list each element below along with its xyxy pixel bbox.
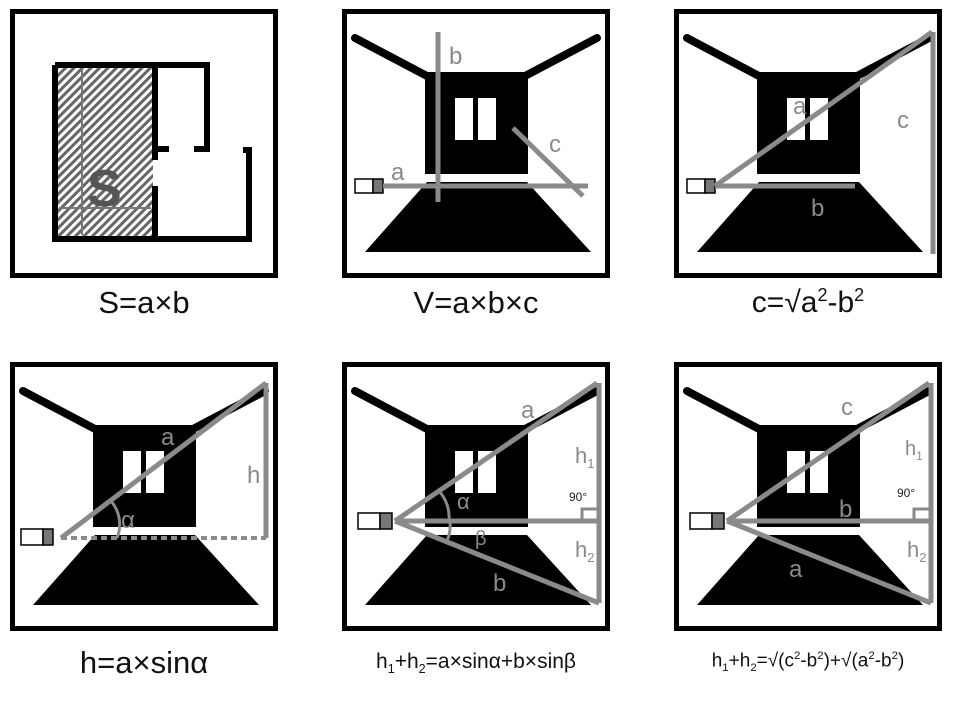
label-h1: h1 (905, 438, 923, 463)
label-a: a (391, 159, 405, 186)
label-h2: h2 (575, 537, 594, 565)
label-a: a (789, 556, 803, 583)
caption-pythagoras-formula: c=√a2-b2 (751, 285, 865, 319)
panel-sum-sines: a α β b h1 90° h2 (342, 362, 610, 631)
label-h1: h1 (575, 443, 594, 471)
panel-sum-roots: c b a h1 90° h2 (674, 362, 942, 631)
label-right-angle: 90° (897, 486, 915, 500)
label-a: a (793, 93, 807, 120)
label-alpha: α (457, 489, 470, 514)
label-c: c (841, 394, 853, 421)
panel-area: S (10, 9, 278, 278)
caption-area-formula: S=a×b (98, 285, 190, 320)
label-h2: h2 (907, 537, 926, 565)
caption-volume-formula: V=a×b×c (413, 285, 539, 320)
label-c: c (549, 131, 561, 158)
panel-height: a α h (10, 362, 278, 631)
caption-sum-roots-formula: h1+h2=√(c2-b2)+√(a2-b2) (711, 650, 905, 675)
label-b: b (449, 43, 462, 70)
label-c: c (897, 107, 909, 134)
label-b: b (493, 570, 506, 597)
label-alpha: α (121, 507, 135, 534)
caption-height-formula: h=a×sinα (79, 645, 209, 680)
caption-sum-sines-formula: h1+h2=a×sinα+b×sinβ (376, 650, 576, 677)
label-a: a (521, 397, 535, 424)
panel-volume: a b c (342, 9, 610, 278)
label-right-angle: 90° (569, 490, 587, 504)
label-a: a (161, 424, 175, 451)
label-b: b (839, 496, 852, 523)
panel-pythagoras: a b c (674, 9, 942, 278)
area-label: S (87, 160, 122, 218)
label-b: b (811, 195, 824, 222)
label-h: h (247, 462, 260, 489)
label-beta: β (475, 528, 487, 550)
